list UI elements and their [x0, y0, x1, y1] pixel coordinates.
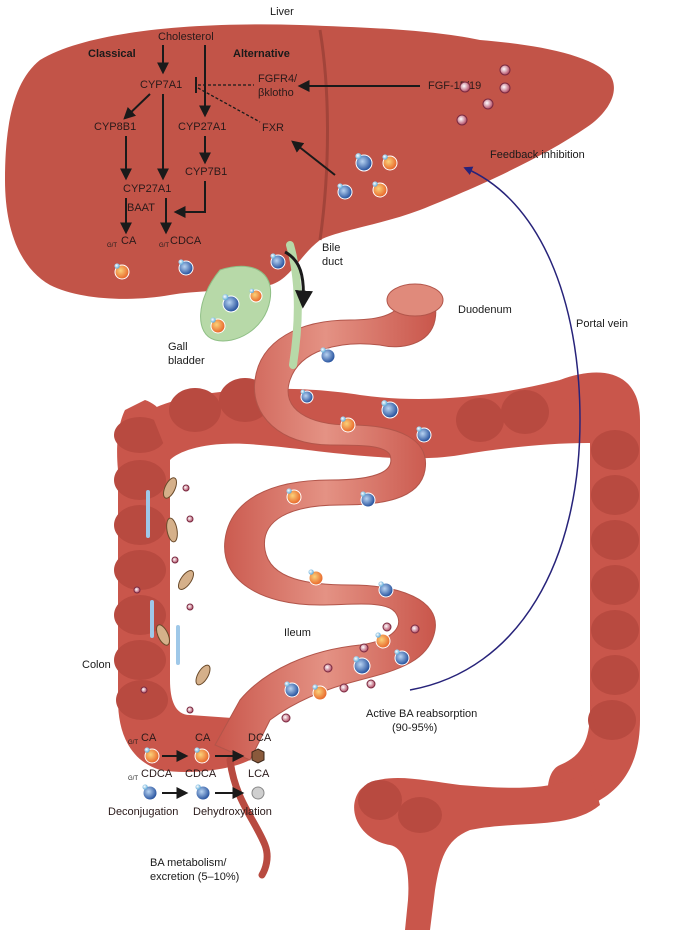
bile-flow-arrow	[284, 250, 313, 309]
cdca-molecule	[394, 649, 410, 666]
ca-molecule	[249, 288, 263, 303]
ileum-label: Ileum	[284, 627, 311, 639]
colon-cdca-prefix: G/T	[128, 776, 138, 782]
bklotho-label: βklotho	[258, 87, 294, 99]
cholesterol-label: Cholesterol	[158, 31, 214, 43]
fgf-molecule	[281, 713, 291, 723]
ca-molecule	[382, 154, 398, 171]
ca-molecule	[144, 747, 160, 764]
cdca-molecule	[353, 656, 371, 675]
duct-label: duct	[322, 256, 343, 268]
dehydroxylation-label: Dehydroxylation	[193, 806, 272, 818]
ca-molecule	[286, 488, 302, 505]
feedback-label: Feedback inhibition	[490, 149, 585, 161]
cdca-molecule	[270, 253, 286, 270]
alternative-label: Alternative	[233, 48, 290, 60]
colon-dca: DCA	[248, 732, 272, 744]
fgf-molecule	[382, 622, 392, 632]
cyp7b1-label: CYP7B1	[185, 166, 227, 178]
excretion-label: BA metabolism/	[150, 857, 227, 869]
fgf-label: FGF-15/19	[428, 80, 481, 92]
bacteria	[146, 477, 211, 686]
cyp7a1-label: CYP7A1	[140, 79, 182, 91]
colon-metabolism: G/T CA CA DCA G/T CDCA CDCA LCA Deconjug…	[108, 732, 272, 818]
ca-molecule	[340, 416, 356, 433]
cdca-molecule	[178, 259, 194, 276]
gall-label: Gall	[168, 341, 188, 353]
fgf-molecule	[171, 556, 179, 564]
cdca-molecule	[320, 347, 336, 364]
cdca-molecule	[355, 153, 373, 172]
duodenum-label: Duodenum	[458, 304, 512, 316]
fgf-molecule	[366, 679, 376, 689]
ca-molecule	[210, 317, 226, 334]
cdca-prefix: G/T	[159, 243, 169, 249]
reabsorption-pct: (90-95%)	[392, 722, 437, 734]
cdca-molecule	[378, 581, 394, 598]
fgf-molecule	[499, 64, 511, 76]
fgf-molecule	[482, 98, 494, 110]
ca-molecule	[375, 632, 391, 649]
cyp8b1-label: CYP8B1	[94, 121, 136, 133]
reabsorption-label: Active BA reabsorption	[366, 708, 477, 720]
colon-lca: LCA	[248, 768, 270, 780]
colon-cdca-in: CDCA	[141, 768, 173, 780]
fxr-label: FXR	[262, 122, 284, 134]
ca-molecule	[194, 747, 210, 764]
fgf-molecule	[186, 515, 194, 523]
colon-label: Colon	[82, 659, 111, 671]
cdca-molecule	[142, 784, 158, 801]
fgf-molecule	[186, 603, 194, 611]
baat-label: BAAT	[127, 202, 155, 214]
liver	[5, 24, 614, 299]
lca-molecule	[251, 786, 265, 800]
deconjugation-label: Deconjugation	[108, 806, 178, 818]
fgf-molecule	[140, 686, 148, 694]
ca-label: CA	[121, 235, 137, 247]
cdca-molecule	[195, 784, 211, 801]
bile-label: Bile	[322, 242, 340, 254]
cyp27a1-label: CYP27A1	[123, 183, 171, 195]
molecules	[114, 64, 511, 801]
liver-pathway-arrows	[120, 45, 420, 235]
cdca-molecule	[360, 491, 376, 508]
ca-prefix: G/T	[107, 243, 117, 249]
cdca-molecule	[284, 681, 300, 698]
portal-vein	[409, 166, 581, 691]
fgf-molecule	[323, 663, 333, 673]
fgf-molecule	[186, 706, 194, 714]
cdca-molecule	[337, 183, 353, 200]
page-title: Liver	[270, 6, 294, 18]
fgf-molecule	[456, 114, 468, 126]
excretion-pct: excretion (5–10%)	[150, 871, 239, 883]
cdca-molecule	[300, 389, 314, 404]
colon-ca-mid: CA	[195, 732, 211, 744]
inhibition-lines	[195, 77, 261, 123]
colon-ca-prefix: G/T	[128, 740, 138, 746]
fgf-molecule	[499, 82, 511, 94]
colon-cdca-mid: CDCA	[185, 768, 217, 780]
bladder-label: bladder	[168, 355, 205, 367]
cdca-molecule	[222, 294, 240, 313]
fgf-molecule	[339, 683, 349, 693]
colon-ca-in: CA	[141, 732, 157, 744]
fgf-molecule	[133, 586, 141, 594]
portal-vein-label: Portal vein	[576, 318, 628, 330]
fgfr4-label: FGFR4/	[258, 73, 298, 85]
fgf-molecule	[359, 643, 369, 653]
fgf-molecule	[410, 624, 420, 634]
fgf-molecule	[459, 81, 471, 93]
cdca-molecule	[381, 400, 399, 419]
ca-molecule	[308, 569, 324, 586]
fgf-molecule	[182, 484, 190, 492]
ca-molecule	[312, 684, 328, 701]
dca-molecule	[251, 748, 265, 764]
ca-molecule	[372, 181, 388, 198]
cdca-label: CDCA	[170, 235, 202, 247]
ca-molecule	[114, 263, 130, 280]
cyp27a1-alt-label: CYP27A1	[178, 121, 226, 133]
cdca-molecule	[416, 426, 432, 443]
classical-label: Classical	[88, 48, 136, 60]
